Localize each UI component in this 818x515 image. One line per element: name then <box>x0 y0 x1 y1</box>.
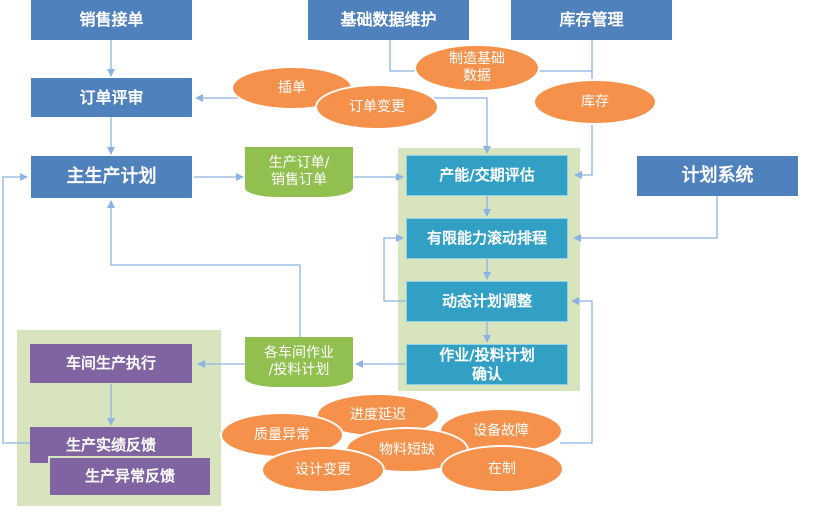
finite-scheduling-box: 有限能力滚动排程 <box>406 218 568 259</box>
order-change-label: 订单变更 <box>349 98 405 115</box>
schedule-delay-label: 进度延迟 <box>350 406 406 423</box>
order-review-label: 订单评审 <box>79 87 144 107</box>
equipment-failure-label: 设备故障 <box>473 422 529 439</box>
design-change-bubble: 设计变更 <box>261 447 385 493</box>
order-review-box: 订单评审 <box>31 78 192 117</box>
arrow-feedback-to-adjust <box>560 297 593 444</box>
workshop-plan-line2: /投料计划 <box>268 362 330 378</box>
manufacturing-data-bubble: 制造基础 数据 <box>414 44 540 92</box>
arrow-adjust-loop <box>383 234 407 302</box>
job-material-confirm-line1: 作业/投料计划 <box>439 345 535 364</box>
wip-bubble: 在制 <box>440 445 564 493</box>
arrow-doc-to-mps <box>107 200 301 338</box>
capacity-eval-label: 产能/交期评估 <box>439 166 535 185</box>
abnormal-feedback-box: 生产异常反馈 <box>48 456 210 495</box>
basic-data-label: 基础数据维护 <box>340 10 437 29</box>
inventory-mgmt-box: 库存管理 <box>511 0 672 40</box>
material-shortage-label: 物料短缺 <box>379 441 435 458</box>
workshop-plan-doc: 各车间作业 /投料计划 <box>245 337 353 387</box>
mps-box: 主生产计划 <box>31 156 192 198</box>
insert-order-label: 插单 <box>278 79 306 96</box>
inventory-mgmt-label: 库存管理 <box>559 10 624 29</box>
arrow-plansys-to-scheduling <box>573 196 718 242</box>
prod-sales-order-doc: 生产订单/ 销售订单 <box>245 147 353 197</box>
actual-feedback-label: 生产实绩反馈 <box>65 435 156 454</box>
capacity-eval-box: 产能/交期评估 <box>406 155 568 196</box>
dynamic-adjust-box: 动态计划调整 <box>406 281 568 322</box>
mps-label: 主生产计划 <box>66 165 157 187</box>
wip-label: 在制 <box>488 460 516 477</box>
workshop-plan-line1: 各车间作业 <box>264 344 334 361</box>
inventory-label: 库存 <box>581 93 609 110</box>
quality-abnormal-label: 质量异常 <box>254 426 310 443</box>
workshop-exec-label: 车间生产执行 <box>65 354 156 373</box>
job-material-confirm-line2: 确认 <box>471 364 502 383</box>
manufacturing-data-line2: 数据 <box>463 68 491 84</box>
prod-sales-order-line2: 销售订单 <box>271 172 327 188</box>
finite-scheduling-label: 有限能力滚动排程 <box>426 229 547 248</box>
basic-data-box: 基础数据维护 <box>308 0 469 40</box>
job-material-confirm-box: 作业/投料计划 确认 <box>406 344 568 385</box>
planning-system-box: 计划系统 <box>637 156 798 196</box>
abnormal-feedback-label: 生产异常反馈 <box>84 467 175 486</box>
order-change-bubble: 订单变更 <box>315 84 439 130</box>
workshop-exec-box: 车间生产执行 <box>30 344 192 383</box>
dynamic-adjust-label: 动态计划调整 <box>441 292 532 311</box>
inventory-bubble: 库存 <box>533 79 657 125</box>
arrow-feedback-to-mps <box>2 173 31 444</box>
sales-order-label: 销售接单 <box>79 10 144 29</box>
manufacturing-data-line1: 制造基础 <box>449 51 505 68</box>
planning-system-label: 计划系统 <box>681 164 754 186</box>
sales-order-box: 销售接单 <box>31 0 192 40</box>
design-change-label: 设计变更 <box>295 461 351 478</box>
prod-sales-order-line1: 生产订单/ <box>268 154 330 171</box>
